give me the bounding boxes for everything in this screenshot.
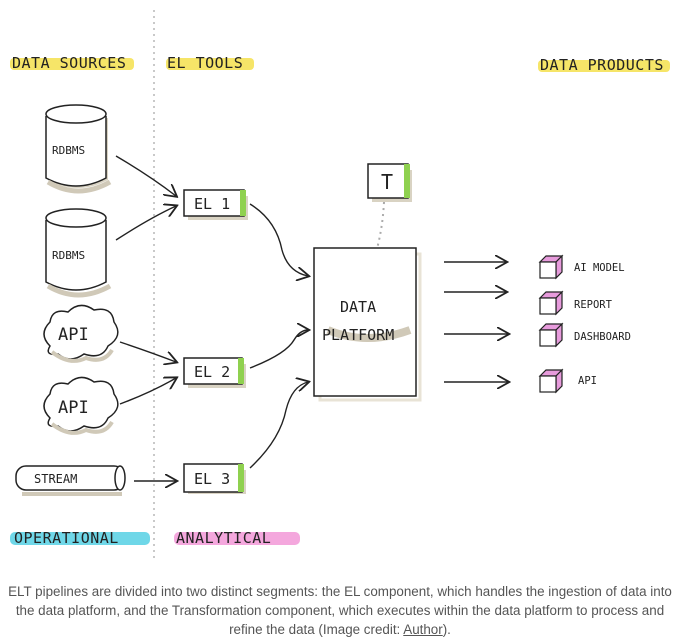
product-api: API	[578, 375, 597, 387]
el-box-2: EL 2	[183, 357, 246, 388]
cube-dashboard	[538, 322, 564, 348]
diagram-stage: DATA SOURCES EL TOOLS DATA PRODUCTS OPER…	[10, 10, 670, 560]
header-data-sources: DATA SOURCES	[12, 54, 126, 72]
platform-label-line1: DATA	[340, 298, 376, 316]
arrow-el1-platform	[249, 203, 308, 276]
api-label-1: API	[58, 325, 89, 345]
product-report: REPORT	[574, 299, 613, 311]
arrow-rdbms2-el1	[115, 206, 176, 241]
highlight-data-sources	[10, 58, 134, 70]
caption-tail: ).	[442, 622, 451, 637]
cube-ai-model	[538, 254, 564, 280]
api-cloud-2: API	[43, 376, 119, 435]
arrow-api1-el2	[119, 341, 176, 362]
el-label-1: EL 1	[194, 195, 230, 213]
header-data-products: DATA PRODUCTS	[540, 56, 664, 74]
data-platform-box: DATA PLATFORM	[313, 247, 422, 402]
product-ai-model: AI MODEL	[574, 262, 625, 274]
rdbms-cylinder-2: RDBMS	[45, 208, 112, 298]
transform-link	[369, 201, 385, 271]
highlight-analytical	[174, 532, 300, 545]
arrow-api2-el2	[119, 378, 176, 405]
el-box-3: EL 3	[183, 463, 246, 494]
highlight-data-products	[538, 60, 670, 72]
api-cloud-1: API	[43, 304, 119, 363]
header-analytical: ANALYTICAL	[176, 529, 271, 547]
rdbms-label-1: RDBMS	[52, 144, 85, 157]
platform-label-line2: PLATFORM	[322, 326, 394, 344]
figure-caption: ELT pipelines are divided into two disti…	[0, 582, 680, 639]
elt-diagram: DATA SOURCES EL TOOLS DATA PRODUCTS OPER…	[10, 10, 670, 560]
rdbms-cylinder-1: RDBMS	[45, 104, 112, 194]
transform-label: T	[381, 170, 393, 194]
rdbms-label-2: RDBMS	[52, 249, 85, 262]
cube-api	[538, 368, 564, 394]
el-box-1: EL 1	[183, 189, 248, 220]
caption-author-link[interactable]: Author	[403, 622, 443, 637]
stream-pipe: STREAM	[15, 465, 126, 496]
transform-box: T	[367, 163, 412, 202]
caption-text: ELT pipelines are divided into two disti…	[8, 584, 672, 637]
stream-label: STREAM	[34, 472, 77, 486]
header-operational: OPERATIONAL	[14, 529, 119, 547]
product-dashboard: DASHBOARD	[574, 331, 631, 343]
arrow-el3-platform	[249, 382, 308, 469]
header-el-tools: EL TOOLS	[167, 54, 243, 72]
el-label-3: EL 3	[194, 470, 230, 488]
arrow-rdbms1-el1	[115, 155, 176, 196]
api-label-2: API	[58, 398, 89, 418]
el-label-2: EL 2	[194, 363, 230, 381]
cube-report	[538, 290, 564, 316]
highlight-operational	[10, 532, 150, 545]
arrow-el2-platform	[249, 330, 308, 369]
highlight-el-tools	[166, 58, 254, 70]
